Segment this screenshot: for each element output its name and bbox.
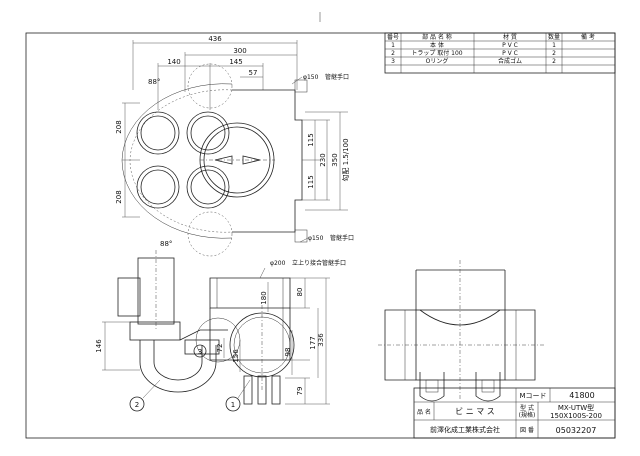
parts-header-no: 番号 (387, 34, 399, 41)
dim-115-upper: 115 (307, 133, 315, 146)
parts-row-1-material: P V C (502, 42, 518, 49)
dim-140: 140 (167, 58, 180, 66)
parts-row-2-material: P V C (502, 50, 518, 57)
angle-upper: 88° (148, 78, 160, 86)
dim-98: 98 (284, 348, 292, 357)
mcode-value: 41800 (569, 391, 594, 400)
title-block: Mコード 41800 品 名 ビ ニ マ ス 型 式 (規格) MX-UTW型 … (413, 387, 616, 439)
dim-146: 146 (95, 339, 103, 353)
drawing-border (25, 32, 616, 439)
side-view: φ200 立上り接合管継手口 3 80 (95, 250, 346, 412)
dim-79: 79 (296, 387, 304, 396)
parts-row-1-no: 1 (391, 42, 395, 49)
dim-300: 300 (233, 47, 246, 55)
callout-1: 1 (231, 401, 235, 409)
dim-336: 336 (317, 333, 325, 347)
model-value-2: 150X100S-200 (550, 412, 602, 420)
dim-208-lower: 208 (115, 190, 123, 203)
dim-350: 350 (331, 153, 339, 166)
parts-table: 番号 部 品 名 称 材 質 数量 備 考 1 本 体 P V C 1 2 トラ… (384, 32, 616, 74)
parts-row-1-qty: 1 (552, 42, 556, 49)
drawing-no: 05032207 (556, 426, 597, 435)
dim-156: 156 (232, 349, 240, 363)
drawing-no-label: 図 番 (520, 427, 534, 434)
parts-row-3-qty: 2 (552, 58, 556, 65)
angle-lower: 88° (160, 240, 172, 248)
dim-208-upper: 208 (115, 120, 123, 133)
slope-label: 勾配 1.5/100 (341, 138, 350, 181)
mcode-label: Mコード (519, 392, 546, 400)
pipe-top-label: φ150 (303, 74, 319, 81)
parts-row-1-name: 本 体 (430, 41, 444, 49)
riser-label: φ200 (270, 260, 286, 267)
callout-3: 3 (198, 348, 202, 356)
name-label: 品 名 (417, 408, 431, 416)
front-view (378, 260, 545, 402)
parts-header-name: 部 品 名 称 (422, 33, 452, 41)
dim-180: 180 (260, 291, 268, 304)
model-value-1: MX-UTW型 (558, 403, 594, 412)
name-value: ビ ニ マ ス (455, 407, 495, 416)
riser-note: 立上り接合管継手口 (292, 259, 346, 267)
top-view: 436 300 140 145 57 (115, 35, 354, 257)
parts-header-material: 材 質 (503, 33, 517, 41)
parts-row-2-no: 2 (391, 50, 395, 57)
parts-row-3-material: 合成ゴム (498, 57, 522, 65)
dim-72: 72 (216, 344, 224, 353)
dim-145: 145 (229, 58, 242, 66)
parts-header-remarks: 備 考 (581, 33, 595, 41)
dim-436: 436 (208, 35, 222, 43)
model-label: 型 式 (520, 404, 534, 412)
dim-230: 230 (319, 153, 327, 166)
parts-row-3-no: 3 (391, 58, 395, 65)
model-sub-label: (規格) (519, 411, 536, 419)
pipe-top-note: 管継手口 (325, 73, 349, 81)
dim-80: 80 (296, 288, 304, 297)
company-name: 前澤化成工業株式会社 (430, 425, 500, 434)
parts-row-2-name: トラップ 取付 100 (411, 49, 462, 57)
dim-177: 177 (309, 336, 317, 349)
parts-row-3-name: Oリング (426, 57, 449, 65)
pipe-bottom-label: φ150 (308, 235, 324, 242)
callout-2: 2 (135, 401, 139, 409)
dim-57: 57 (249, 69, 258, 77)
dim-115-lower: 115 (307, 175, 315, 188)
parts-row-2-qty: 2 (552, 50, 556, 57)
pipe-bottom-note: 管継手口 (330, 234, 354, 242)
parts-header-qty: 数量 (548, 33, 560, 41)
